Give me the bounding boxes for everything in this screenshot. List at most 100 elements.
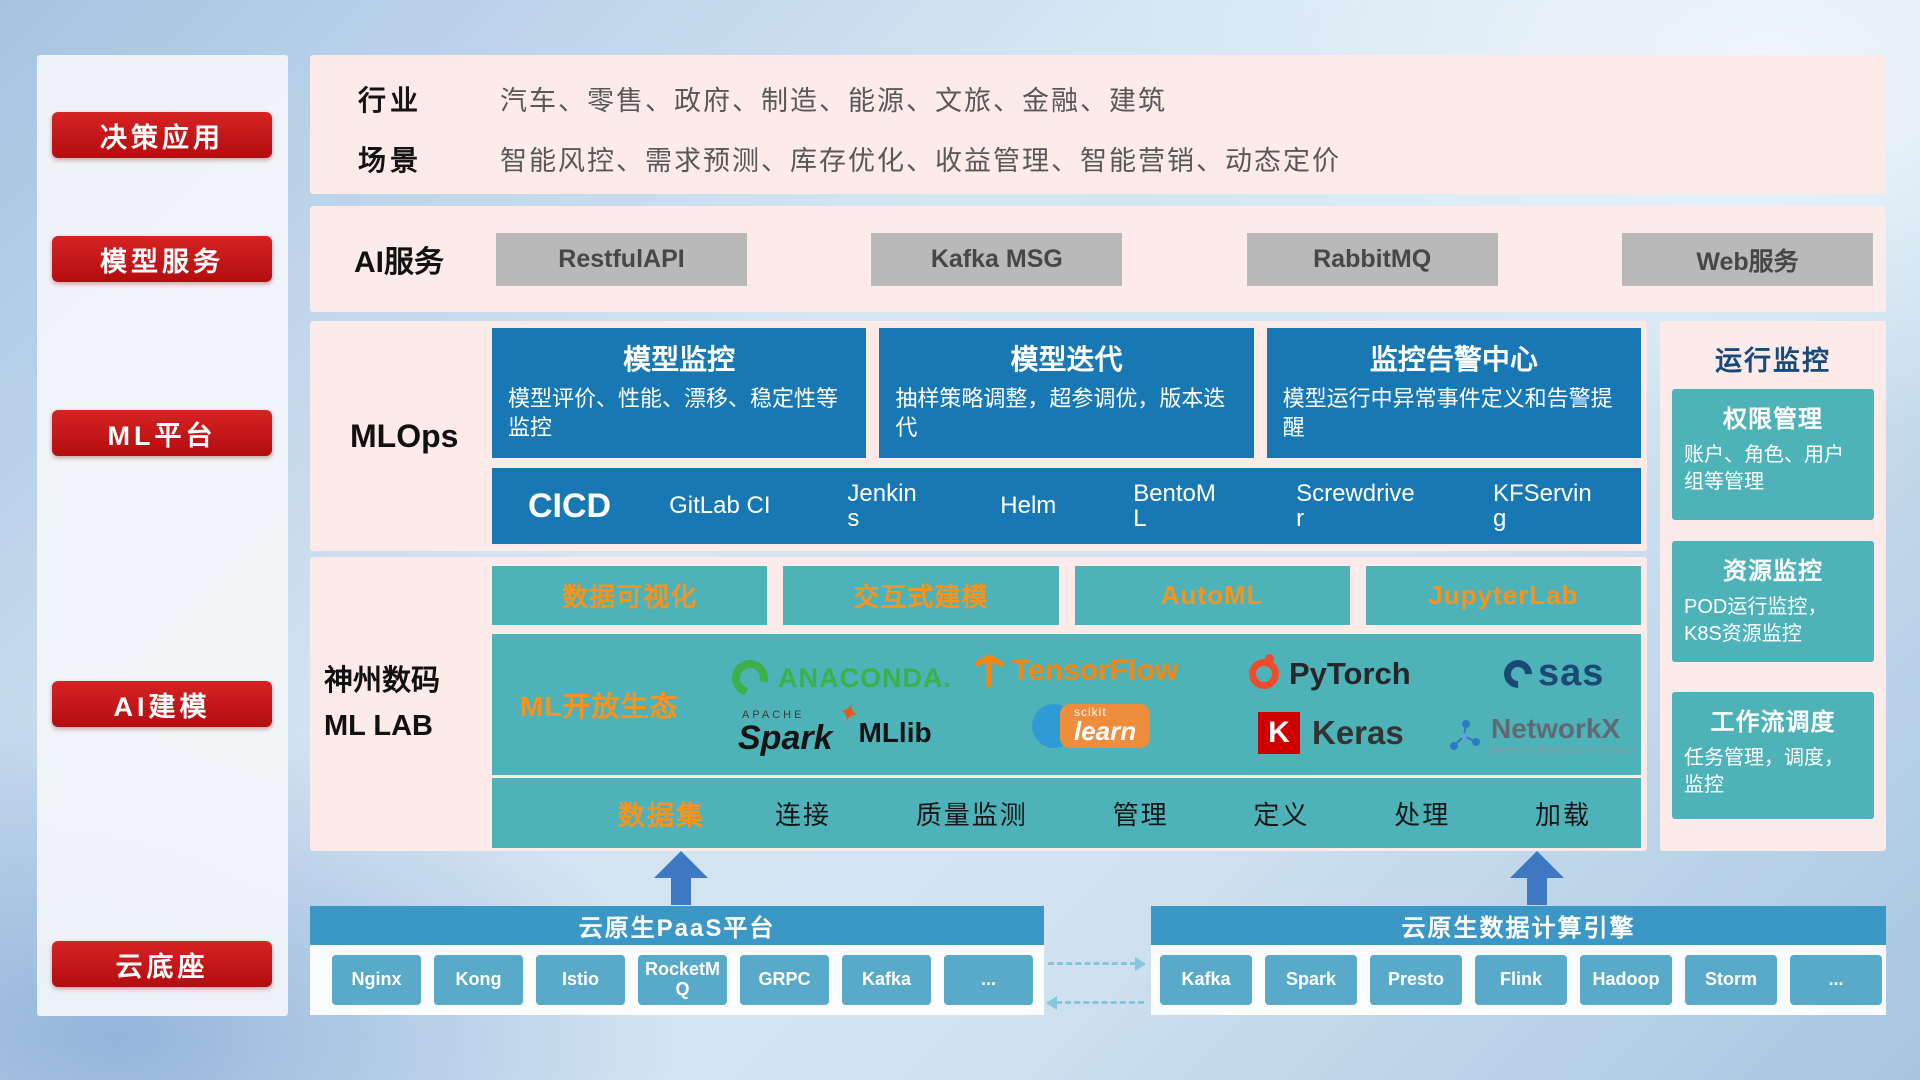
networkx-logo: NetworkX Network Analysis in Python	[1447, 713, 1638, 756]
runtime-monitor-panel: 运行监控 权限管理 账户、角色、用户组等管理 资源监控 POD运行监控，K8S资…	[1660, 321, 1886, 851]
model-iteration-desc: 抽样策略调整，超参调优，版本迭代	[895, 386, 1226, 441]
paas-to-engine-arrow	[1048, 957, 1146, 971]
scene-row: 场景 智能风控、需求预测、库存优化、收益管理、智能营销、动态定价	[358, 139, 1341, 179]
resource-monitor-title: 资源监控	[1723, 558, 1823, 585]
engine-to-paas-arrow	[1046, 996, 1144, 1010]
paas-up-arrow	[654, 851, 708, 905]
industry-row: 行业 汽车、零售、政府、制造、能源、文旅、金融、建筑	[358, 79, 1167, 119]
resource-monitor-card: 资源监控 POD运行监控，K8S资源监控	[1672, 541, 1874, 662]
arrow-right-icon	[1135, 957, 1146, 971]
industry-label: 行业	[358, 85, 423, 116]
scikit-label: scikit	[1074, 705, 1107, 719]
keras-icon: K	[1258, 712, 1300, 754]
workflow-scheduler-desc: 任务管理，调度，监控	[1684, 747, 1844, 796]
kafka-msg-box: Kafka MSG	[871, 233, 1123, 286]
engine-up-arrow	[1510, 851, 1564, 905]
chip-more: ...	[944, 955, 1033, 1005]
dataset-item-load: 加载	[1534, 799, 1591, 830]
learn-wordmark: learn	[1074, 716, 1137, 746]
chip-presto: Presto	[1370, 955, 1462, 1005]
sidebar-badge-ml-platform: ML平台	[52, 410, 272, 456]
mlops-label: MLOps	[350, 417, 459, 454]
restful-api-box: RestfulAPI	[496, 233, 747, 286]
cicd-item-kfserving: KFServing	[1492, 479, 1592, 532]
tensorflow-icon	[975, 654, 1003, 688]
paas-chips-strip: Nginx Kong Istio RocketMQ GRPC Kafka ...	[310, 945, 1044, 1015]
networkx-wordmark: NetworkX	[1491, 713, 1621, 744]
sas-icon	[1498, 653, 1538, 694]
mllab-label-line2: ML LAB	[324, 710, 434, 742]
cicd-item-jenkins: Jenkins	[847, 479, 917, 532]
chip-rocketmq: RocketMQ	[638, 955, 727, 1005]
dataset-label: 数据集	[618, 800, 705, 831]
arrow-head	[1510, 851, 1564, 878]
anaconda-wordmark: ANACONDA.	[778, 662, 952, 693]
chip-grpc: GRPC	[740, 955, 829, 1005]
alert-center-desc: 模型运行中异常事件定义和告警提醒	[1282, 386, 1613, 441]
sidebar-badge-model-service: 模型服务	[52, 236, 272, 282]
jupyterlab-box: JupyterLab	[1365, 566, 1641, 625]
scikit-learn-box: scikit learn	[1060, 704, 1151, 748]
permission-mgmt-desc: 账户、角色、用户组等管理	[1684, 444, 1844, 493]
keras-wordmark: Keras	[1312, 714, 1404, 751]
alert-center-card: 监控告警中心 模型运行中异常事件定义和告警提醒	[1266, 328, 1641, 458]
chip-nginx: Nginx	[332, 955, 421, 1005]
mllab-label-line1: 神州数码	[324, 665, 441, 698]
scene-list: 智能风控、需求预测、库存优化、收益管理、智能营销、动态定价	[500, 146, 1341, 176]
ml-ecosystem-label: ML开放生态	[520, 690, 679, 722]
arrow-stem	[1527, 878, 1547, 905]
mllib-wordmark: MLlib	[858, 716, 932, 748]
cicd-item-gitlab-ci: GitLab CI	[669, 492, 771, 520]
mlops-panel: MLOps 模型监控 模型评价、性能、漂移、稳定性等监控 模型迭代 抽样策略调整…	[310, 321, 1647, 551]
cicd-item-screwdriver: Screwdriver	[1296, 479, 1415, 532]
tensorflow-wordmark: TensorFlow	[1012, 654, 1179, 687]
paas-platform-bar: 云原生PaaS平台	[310, 906, 1044, 945]
model-iteration-title: 模型迭代	[1010, 344, 1123, 375]
ai-service-buttons: RestfulAPI Kafka MSG RabbitMQ Web服务	[496, 233, 1873, 286]
sidebar-badge-cloud-base: 云底座	[52, 941, 272, 987]
scene-label: 场景	[358, 145, 423, 176]
alert-center-title: 监控告警中心	[1369, 344, 1538, 375]
keras-logo: K Keras	[1258, 712, 1404, 754]
cicd-items: GitLab CI Jenkins Helm BentoML Screwdriv…	[669, 479, 1595, 532]
anaconda-icon	[725, 653, 775, 703]
sas-wordmark: sas	[1538, 652, 1605, 694]
resource-monitor-desc: POD运行监控，K8S资源监控	[1684, 596, 1828, 645]
mllab-tools: 数据可视化 交互式建模 AutoML JupyterLab	[492, 566, 1641, 625]
sidebar-strip	[37, 55, 288, 1016]
rabbitmq-box: RabbitMQ	[1246, 233, 1498, 286]
dataset-item-manage: 管理	[1112, 799, 1169, 830]
automl-box: AutoML	[1074, 566, 1350, 625]
apache-label: APACHE	[742, 709, 805, 721]
dataset-item-quality: 质量监测	[915, 799, 1028, 830]
workflow-scheduler-card: 工作流调度 任务管理，调度，监控	[1672, 692, 1874, 819]
mllab-label: 神州数码 ML LAB	[324, 557, 492, 851]
chip-istio: Istio	[536, 955, 625, 1005]
cicd-item-bentoml: BentoML	[1133, 479, 1216, 532]
networkx-wordmark-block: NetworkX Network Analysis in Python	[1491, 713, 1638, 756]
dataset-item-connect: 连接	[775, 799, 832, 830]
cicd-label: CICD	[528, 486, 612, 525]
application-panel: 行业 汽车、零售、政府、制造、能源、文旅、金融、建筑 场景 智能风控、需求预测、…	[310, 55, 1886, 194]
model-monitoring-card: 模型监控 模型评价、性能、漂移、稳定性等监控	[492, 328, 867, 458]
arrow-head	[654, 851, 708, 878]
spark-wordmark: Spark	[738, 719, 833, 757]
pytorch-logo: PyTorch	[1249, 654, 1411, 692]
runtime-monitor-title: 运行监控	[1715, 346, 1831, 376]
permission-mgmt-title: 权限管理	[1723, 406, 1823, 433]
engine-chips-strip: Kafka Spark Presto Flink Hadoop Storm ..…	[1151, 945, 1886, 1015]
ai-service-panel: AI服务 RestfulAPI Kafka MSG RabbitMQ Web服务	[310, 206, 1886, 312]
data-engine-bar: 云原生数据计算引擎	[1151, 906, 1886, 945]
model-iteration-card: 模型迭代 抽样策略调整，超参调优，版本迭代	[879, 328, 1254, 458]
pytorch-icon	[1249, 654, 1279, 689]
dataset-item-define: 定义	[1253, 799, 1310, 830]
spark-wordmark-block: APACHE Spark ✦	[738, 696, 863, 757]
sidebar-badge-ai-modeling: AI建模	[52, 681, 272, 727]
workflow-scheduler-title: 工作流调度	[1710, 709, 1836, 736]
ml-ecosystem-box: ML开放生态 ANACONDA. TensorFlow PyTorch sas	[492, 634, 1641, 775]
web-service-box: Web服务	[1621, 233, 1873, 286]
model-monitoring-title: 模型监控	[623, 344, 736, 375]
industry-list: 汽车、零售、政府、制造、能源、文旅、金融、建筑	[500, 86, 1167, 116]
scikit-learn-logo: scikit learn	[1032, 704, 1151, 748]
